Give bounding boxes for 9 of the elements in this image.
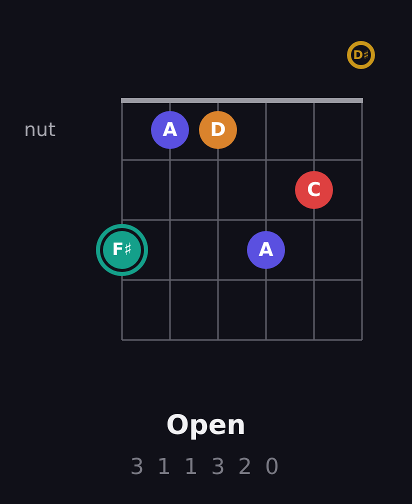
nut-label: nut — [24, 119, 56, 141]
sharp-note-marker: D♯ — [347, 41, 375, 69]
note-dot: A — [151, 111, 189, 149]
fingering-numbers: 3 1 1 3 2 0 — [129, 455, 283, 480]
note-dot: A — [247, 231, 285, 269]
root-note-dot: F♯ — [96, 224, 148, 276]
note-dot: C — [295, 171, 333, 209]
note-dot: D — [199, 111, 237, 149]
chord-name: Open — [165, 410, 247, 441]
